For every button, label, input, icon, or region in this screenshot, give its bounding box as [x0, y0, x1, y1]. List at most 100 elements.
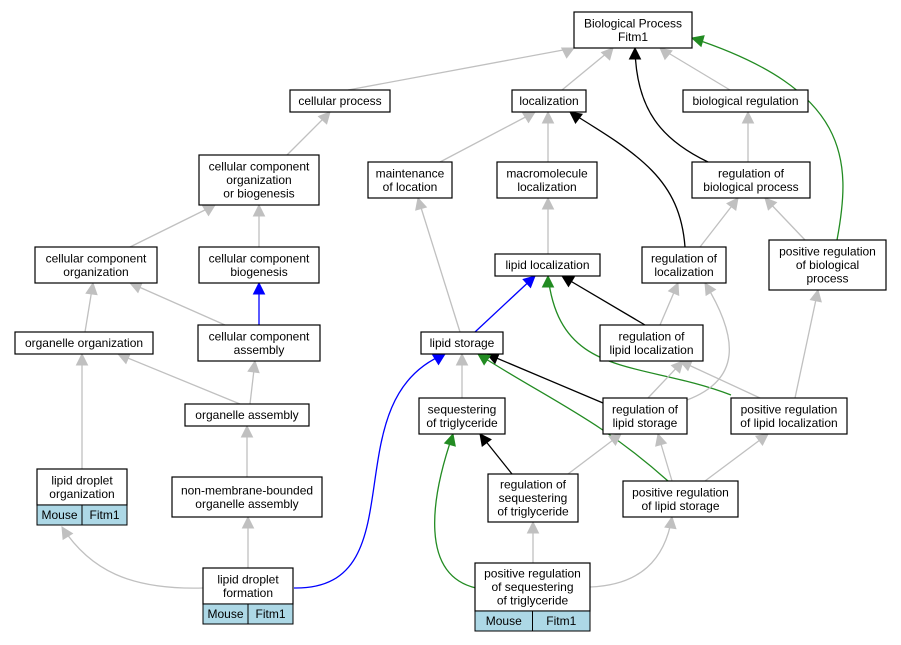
edge-sequestering_of_triglyceride-to-lipid_storage	[455, 352, 469, 398]
edge-macromolecule_localization-to-localization	[541, 110, 555, 162]
node-box	[34, 246, 158, 284]
node-label-line: cellular component	[46, 251, 147, 265]
node-box	[487, 473, 579, 523]
arrowhead-icon	[809, 288, 822, 303]
node-label-line: lipid localization	[505, 258, 589, 272]
node-organelle-assembly[interactable]: organelle assembly	[184, 403, 310, 427]
node-box	[420, 331, 504, 355]
node-localization[interactable]: localization	[511, 89, 587, 113]
edge-line	[293, 353, 446, 589]
edge-lipid_droplet_formation-to-lipid_storage	[293, 353, 446, 589]
node-label-line: of biological	[796, 258, 859, 272]
node-label-line: lipid storage	[613, 416, 678, 430]
edge-line	[686, 282, 730, 401]
edge-line	[347, 47, 575, 91]
node-box	[14, 331, 154, 355]
node-label-line: non-membrane-bounded	[181, 483, 313, 497]
node-label-line: assembly	[234, 343, 285, 357]
edge-line	[439, 111, 536, 163]
node-label-line: formation	[223, 586, 273, 600]
node-box	[289, 89, 391, 113]
edge-cellular_process-to-bp_root	[347, 47, 576, 91]
edge-cc_organization-to-ccob	[129, 204, 216, 248]
edge-line	[659, 47, 731, 91]
node-box	[573, 11, 693, 49]
annotation-cell	[532, 610, 591, 632]
node-label-line: regulation of	[718, 166, 785, 180]
node-label-line: of lipid storage	[641, 499, 719, 513]
node-label-line: biological regulation	[692, 94, 798, 108]
arrowhead-icon	[415, 196, 428, 211]
node-box	[730, 397, 848, 435]
arrowhead-icon	[455, 352, 469, 366]
arrowhead-icon	[116, 352, 132, 365]
edge-regulation_of_lipid_storage-to-lipid_storage	[485, 352, 604, 404]
node-lipid-storage[interactable]: lipid storage	[420, 331, 504, 355]
node-label-line: positive regulation	[779, 245, 876, 259]
node-label-line: biological process	[703, 180, 798, 194]
arrowhead-icon	[600, 47, 614, 61]
edge-lipid_storage-to-lipid_localization	[474, 275, 536, 333]
annotation-species: Mouse	[486, 614, 522, 628]
node-label-line: sequestering	[499, 491, 568, 505]
node-label-line: of triglyceride	[497, 594, 569, 608]
node-label-line: lipid storage	[430, 336, 495, 350]
node-label-line: cellular component	[209, 160, 310, 174]
node-cellular-process[interactable]: cellular process	[289, 89, 391, 113]
annotation-species: Mouse	[41, 508, 77, 522]
node-box	[599, 324, 704, 362]
arrowhead-icon	[764, 197, 778, 211]
node-label-line: process	[806, 272, 848, 286]
node-label-line: positive regulation	[632, 485, 729, 499]
edge-cc_biogenesis-to-ccob	[252, 203, 266, 247]
node-label-line: or biogenesis	[223, 187, 294, 201]
node-box	[171, 476, 323, 518]
node-box	[184, 403, 310, 427]
edge-regulation_of_lipid_localization-to-lipid_localization	[561, 275, 646, 326]
arrowhead-icon	[526, 520, 540, 534]
edge-regulation_of_lipid_storage-to-regulation_of_lipid_localization	[647, 360, 684, 399]
edge-line	[691, 37, 844, 241]
edge-positive_regulation_of_biological_process-to-regulation_of_biological_process	[764, 197, 806, 241]
node-box	[197, 324, 321, 362]
node-label-line: lipid localization	[609, 343, 693, 357]
edge-maintenance_of_location-to-localization	[439, 111, 536, 163]
edge-regulation_of_lipid_storage-to-regulation_of_localization	[686, 282, 730, 401]
node-label-line: regulation of	[651, 251, 718, 265]
node-label-line: positive regulation	[484, 567, 581, 581]
arrowhead-icon	[569, 111, 583, 124]
node-label-line: of sequestering	[491, 580, 573, 594]
node-box	[496, 161, 598, 199]
annotation-gene: Fitm1	[256, 607, 286, 621]
node-label-line: regulation of	[612, 402, 679, 416]
node-lipid-localization[interactable]: lipid localization	[494, 253, 601, 277]
arrowhead-icon	[690, 35, 705, 48]
edge-regulation_of_biological_process-to-biological_regulation	[741, 110, 755, 162]
node-box	[682, 89, 809, 113]
node-biological-regulation[interactable]: biological regulation	[682, 89, 809, 113]
arrowhead-icon	[670, 360, 684, 374]
node-box	[691, 161, 811, 199]
node-organelle-organization[interactable]: organelle organization	[14, 331, 154, 355]
edge-line	[561, 275, 646, 326]
